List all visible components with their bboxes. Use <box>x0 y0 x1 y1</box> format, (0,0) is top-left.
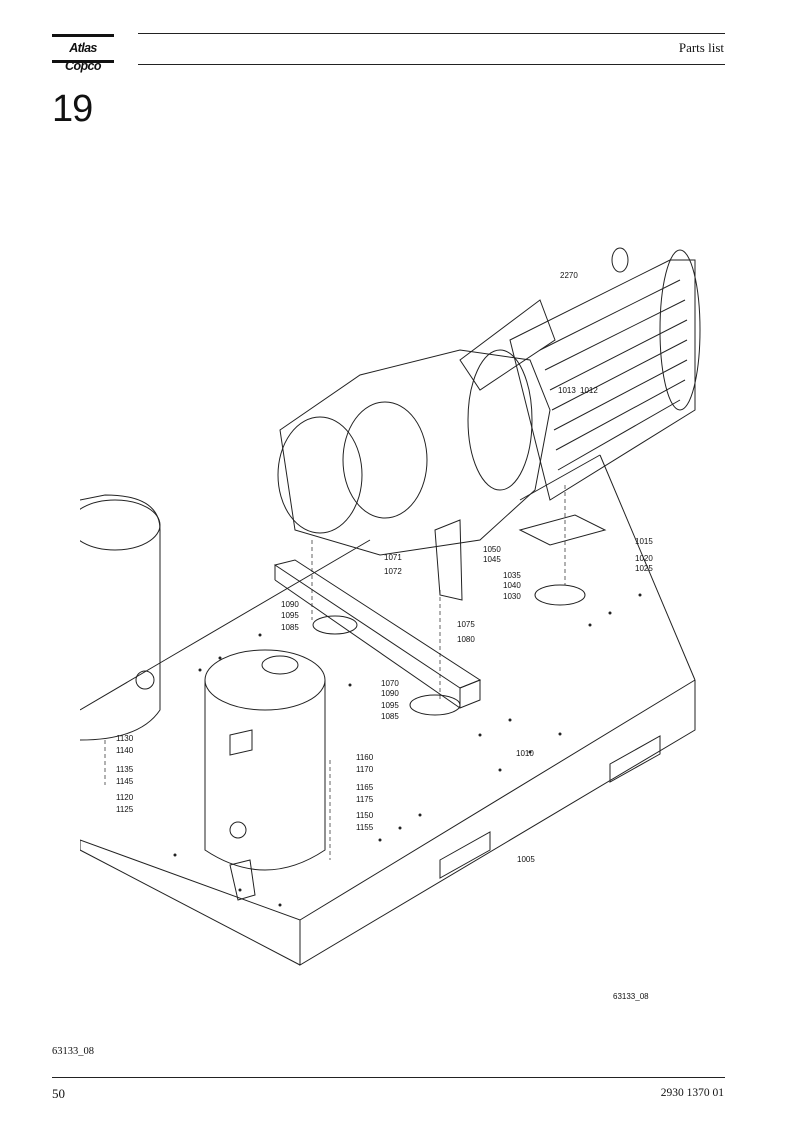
front-vessel-nameplate <box>229 729 253 756</box>
callout-label: 1045 <box>483 555 501 564</box>
page-title: Parts list <box>678 40 724 55</box>
vibration-damper-1 <box>312 615 358 635</box>
callout-label: 1085 <box>381 712 399 721</box>
callout-label: 1071 <box>384 553 402 562</box>
frame-back-edge <box>164 539 371 661</box>
callout-label: 1125 <box>116 805 134 814</box>
header-rule-bottom <box>138 64 725 65</box>
callout-label: 1020 <box>635 554 653 563</box>
callout-label: 1040 <box>503 581 521 590</box>
callout-label: 1080 <box>457 635 475 644</box>
motor-terminal-box <box>459 299 556 391</box>
frame-right-edge <box>599 454 696 681</box>
callout-label: 1130 <box>116 734 134 743</box>
vibration-damper-2 <box>409 694 461 716</box>
callout-label: 1030 <box>503 592 521 601</box>
callout-label: 1015 <box>635 537 653 546</box>
callout-label: 1012 <box>580 386 598 395</box>
callout-label: 1070 <box>381 679 399 688</box>
header-rule-top <box>138 33 725 34</box>
footer-drawing-reference: 63133_08 <box>52 1046 94 1057</box>
callout-label: 1095 <box>281 611 299 620</box>
frame-front-side <box>299 680 696 966</box>
callout-label: 2270 <box>560 271 578 280</box>
drawing-reference: 63133_08 <box>613 992 649 1001</box>
left-vessel <box>80 494 161 741</box>
callout-label: 1175 <box>356 795 374 804</box>
callout-label: 1120 <box>116 793 134 802</box>
callout-label: 1075 <box>457 620 475 629</box>
frame-hole-pattern <box>173 593 642 907</box>
callout-label: 1150 <box>356 811 374 820</box>
callout-label: 1050 <box>483 545 501 554</box>
front-vessel <box>204 649 326 901</box>
callout-label: 1072 <box>384 567 402 576</box>
logo-wordmark: Atlas Copco <box>65 41 101 73</box>
left-vessel-drain <box>135 670 155 690</box>
exploded-parts-drawing: 2270 1013 1012 1015 1050 1045 1020 1025 … <box>80 247 701 1001</box>
callout-label: 1155 <box>356 823 374 832</box>
footer-rule <box>52 1077 725 1078</box>
callout-label: 1035 <box>503 571 521 580</box>
front-vessel-foot <box>229 859 256 901</box>
callout-label: 1010 <box>516 749 534 758</box>
callout-label: 1025 <box>635 564 653 573</box>
element-support-leg <box>434 519 463 601</box>
callout-label: 1170 <box>356 765 374 774</box>
front-vessel-port <box>229 821 247 839</box>
logo-bar-top <box>52 34 114 37</box>
support-rail <box>273 559 482 709</box>
callout-label: 1005 <box>517 855 535 864</box>
callout-label: 1095 <box>381 701 399 710</box>
vibration-damper-3 <box>534 584 586 606</box>
section-number: 19 <box>52 88 93 130</box>
callout-label: 1145 <box>116 777 134 786</box>
compressor-element <box>277 349 551 601</box>
atlas-copco-logo: Atlas Copco <box>52 34 114 73</box>
callout-label: 1135 <box>116 765 134 774</box>
callout-label: 1090 <box>381 689 399 698</box>
frame-cutout-2 <box>609 735 661 783</box>
motor-lifting-eye <box>611 247 629 273</box>
callout-label: 1140 <box>116 746 134 755</box>
motor-support-bracket <box>518 514 607 546</box>
page-number: 50 <box>52 1086 65 1101</box>
document-number: 2930 1370 01 <box>660 1087 724 1099</box>
callout-label: 1160 <box>356 753 374 762</box>
callout-labels: 2270 1013 1012 1015 1050 1045 1020 1025 … <box>116 271 653 1001</box>
callout-label: 1090 <box>281 600 299 609</box>
frame-cutout-1 <box>439 831 491 879</box>
callout-label: 1085 <box>281 623 299 632</box>
motor-assembly <box>459 247 701 501</box>
logo-bar-bottom <box>52 60 114 63</box>
callout-label: 1165 <box>356 783 374 792</box>
callout-label: 1013 <box>558 386 576 395</box>
